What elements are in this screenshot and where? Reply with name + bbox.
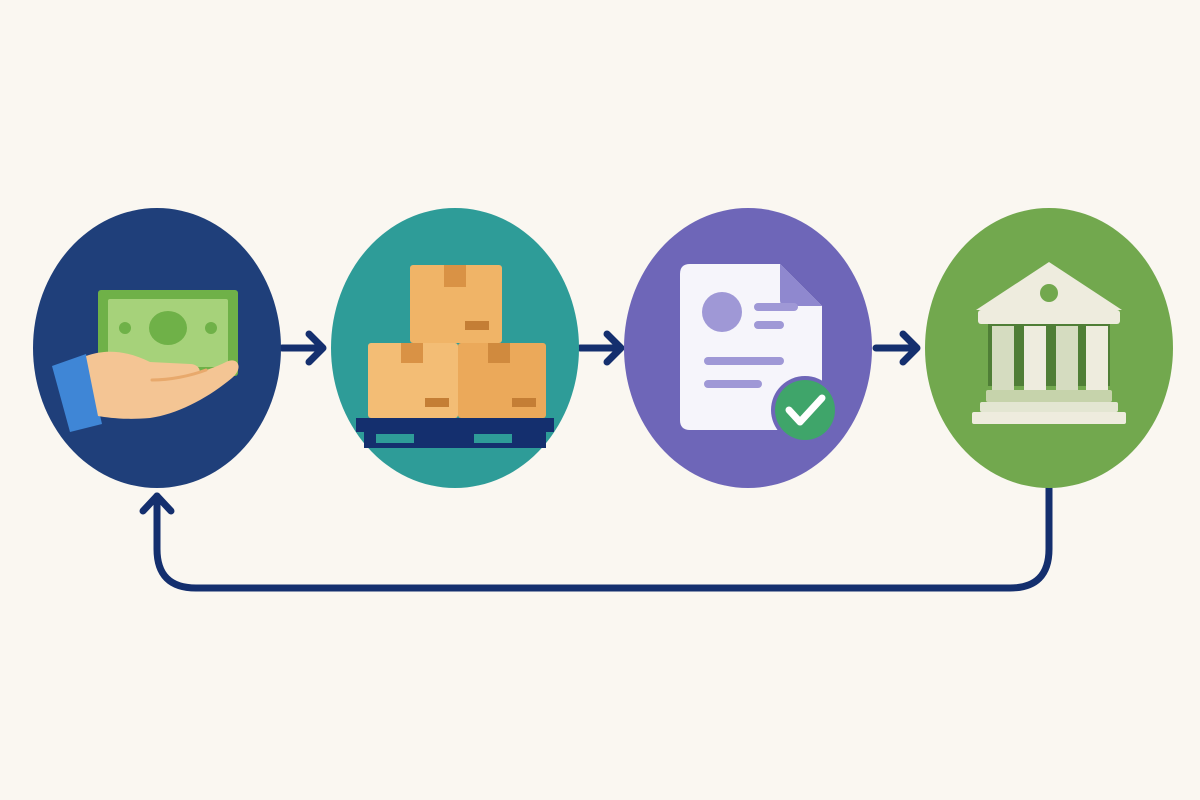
- step-payment: [33, 208, 281, 488]
- step-bank: [925, 208, 1173, 488]
- arrow-invoice-to-bank: [872, 330, 921, 366]
- connectors: [139, 330, 1053, 592]
- check-badge-icon: [771, 376, 839, 444]
- approved-document-icon: [680, 264, 839, 444]
- hand-with-cash-icon: [52, 290, 239, 432]
- bank-building-icon: [972, 262, 1126, 424]
- arrow-inventory-to-invoice: [576, 330, 625, 366]
- step-inventory: [331, 208, 579, 488]
- arrow-payment-to-inventory: [278, 330, 327, 366]
- return-loop-arrow: [139, 483, 1053, 592]
- step-invoice: [624, 208, 872, 488]
- boxes-on-pallet-icon: [356, 265, 554, 448]
